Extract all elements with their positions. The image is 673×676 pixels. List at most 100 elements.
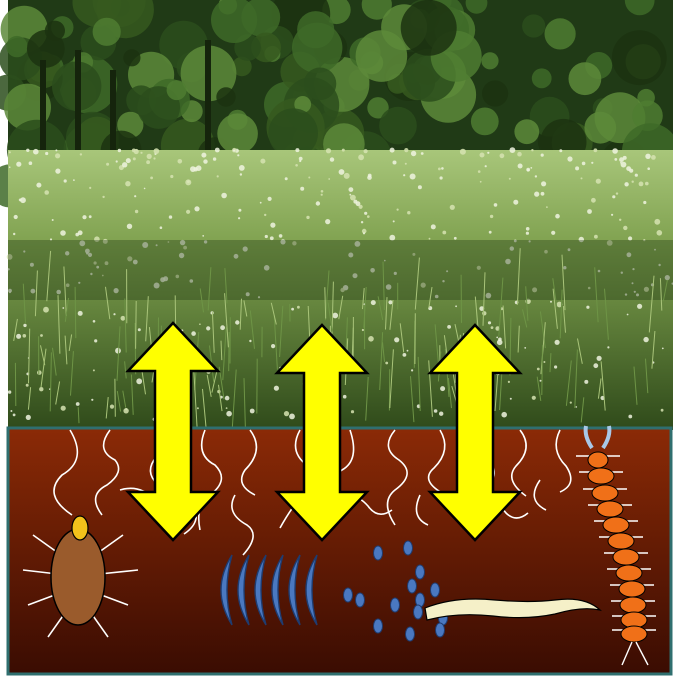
flower [368,174,372,178]
flower [645,182,649,186]
flower [185,179,191,185]
flower [178,159,183,164]
flower [26,415,31,420]
flower [274,386,279,391]
flower [647,167,650,170]
flower [407,350,409,352]
flower [434,409,438,413]
flower [403,353,407,357]
flower [517,152,522,157]
flower [202,235,204,237]
flower [632,181,634,183]
flower [393,220,395,222]
flower [393,161,397,165]
flower [10,410,12,412]
flower [612,195,615,198]
flower [509,178,511,180]
flower [89,187,91,189]
flower [199,323,201,325]
flower [442,231,446,235]
flower [140,152,142,154]
flower [76,402,80,406]
egg [374,546,383,560]
flower [526,227,530,231]
flower [554,365,557,368]
flower [249,340,251,342]
flower [26,149,29,152]
flower [494,203,498,207]
flower [513,200,518,205]
flower [300,187,304,191]
flower [64,179,67,182]
flower [510,398,512,400]
flower [220,325,225,330]
tree-foliage [123,49,140,66]
flower [349,194,351,196]
flower [226,407,228,409]
flower [271,344,275,348]
flower [23,334,27,338]
flower [284,411,289,416]
flower [455,305,457,307]
flower [238,209,241,212]
flower [626,166,631,171]
flower [260,159,265,164]
flower [651,155,656,160]
flower [498,338,502,342]
flower [596,179,601,184]
flower [440,176,443,179]
flower [16,334,21,339]
flower [160,226,163,229]
flower [591,198,596,203]
flower [594,235,598,239]
flower [404,148,408,152]
flower [102,196,104,198]
flower [485,165,487,167]
centipede-segment [619,581,645,597]
flower [270,223,275,228]
egg [356,593,365,607]
flower [37,370,42,375]
flower [61,406,66,411]
flower [264,214,266,216]
flower [447,325,451,329]
flower [597,356,602,361]
flower [186,210,190,214]
flower [206,326,210,330]
flower [328,178,330,180]
flower [418,185,422,189]
flower [29,161,33,165]
flower [368,336,374,342]
flower [543,361,545,363]
flower [344,173,350,179]
flower [33,149,39,155]
flower [439,412,443,416]
flower [60,230,66,236]
flower [490,215,493,218]
flower [388,300,392,304]
flower [233,149,235,151]
flower [635,174,638,177]
flower [438,168,441,171]
flower [62,307,64,309]
flower [450,205,455,210]
flower [661,409,664,412]
flower [91,399,93,401]
flower [587,209,592,214]
flower [567,156,572,161]
flower [93,320,96,323]
flower [645,154,650,159]
flower [52,219,54,221]
tree-foliage [379,107,417,145]
flower [213,157,216,160]
flower [285,177,288,180]
flower [9,166,11,168]
flower [364,212,367,215]
tree-trunk [205,40,211,150]
flower [411,151,416,156]
flower [8,390,11,393]
egg [414,605,423,619]
flower [628,236,632,240]
